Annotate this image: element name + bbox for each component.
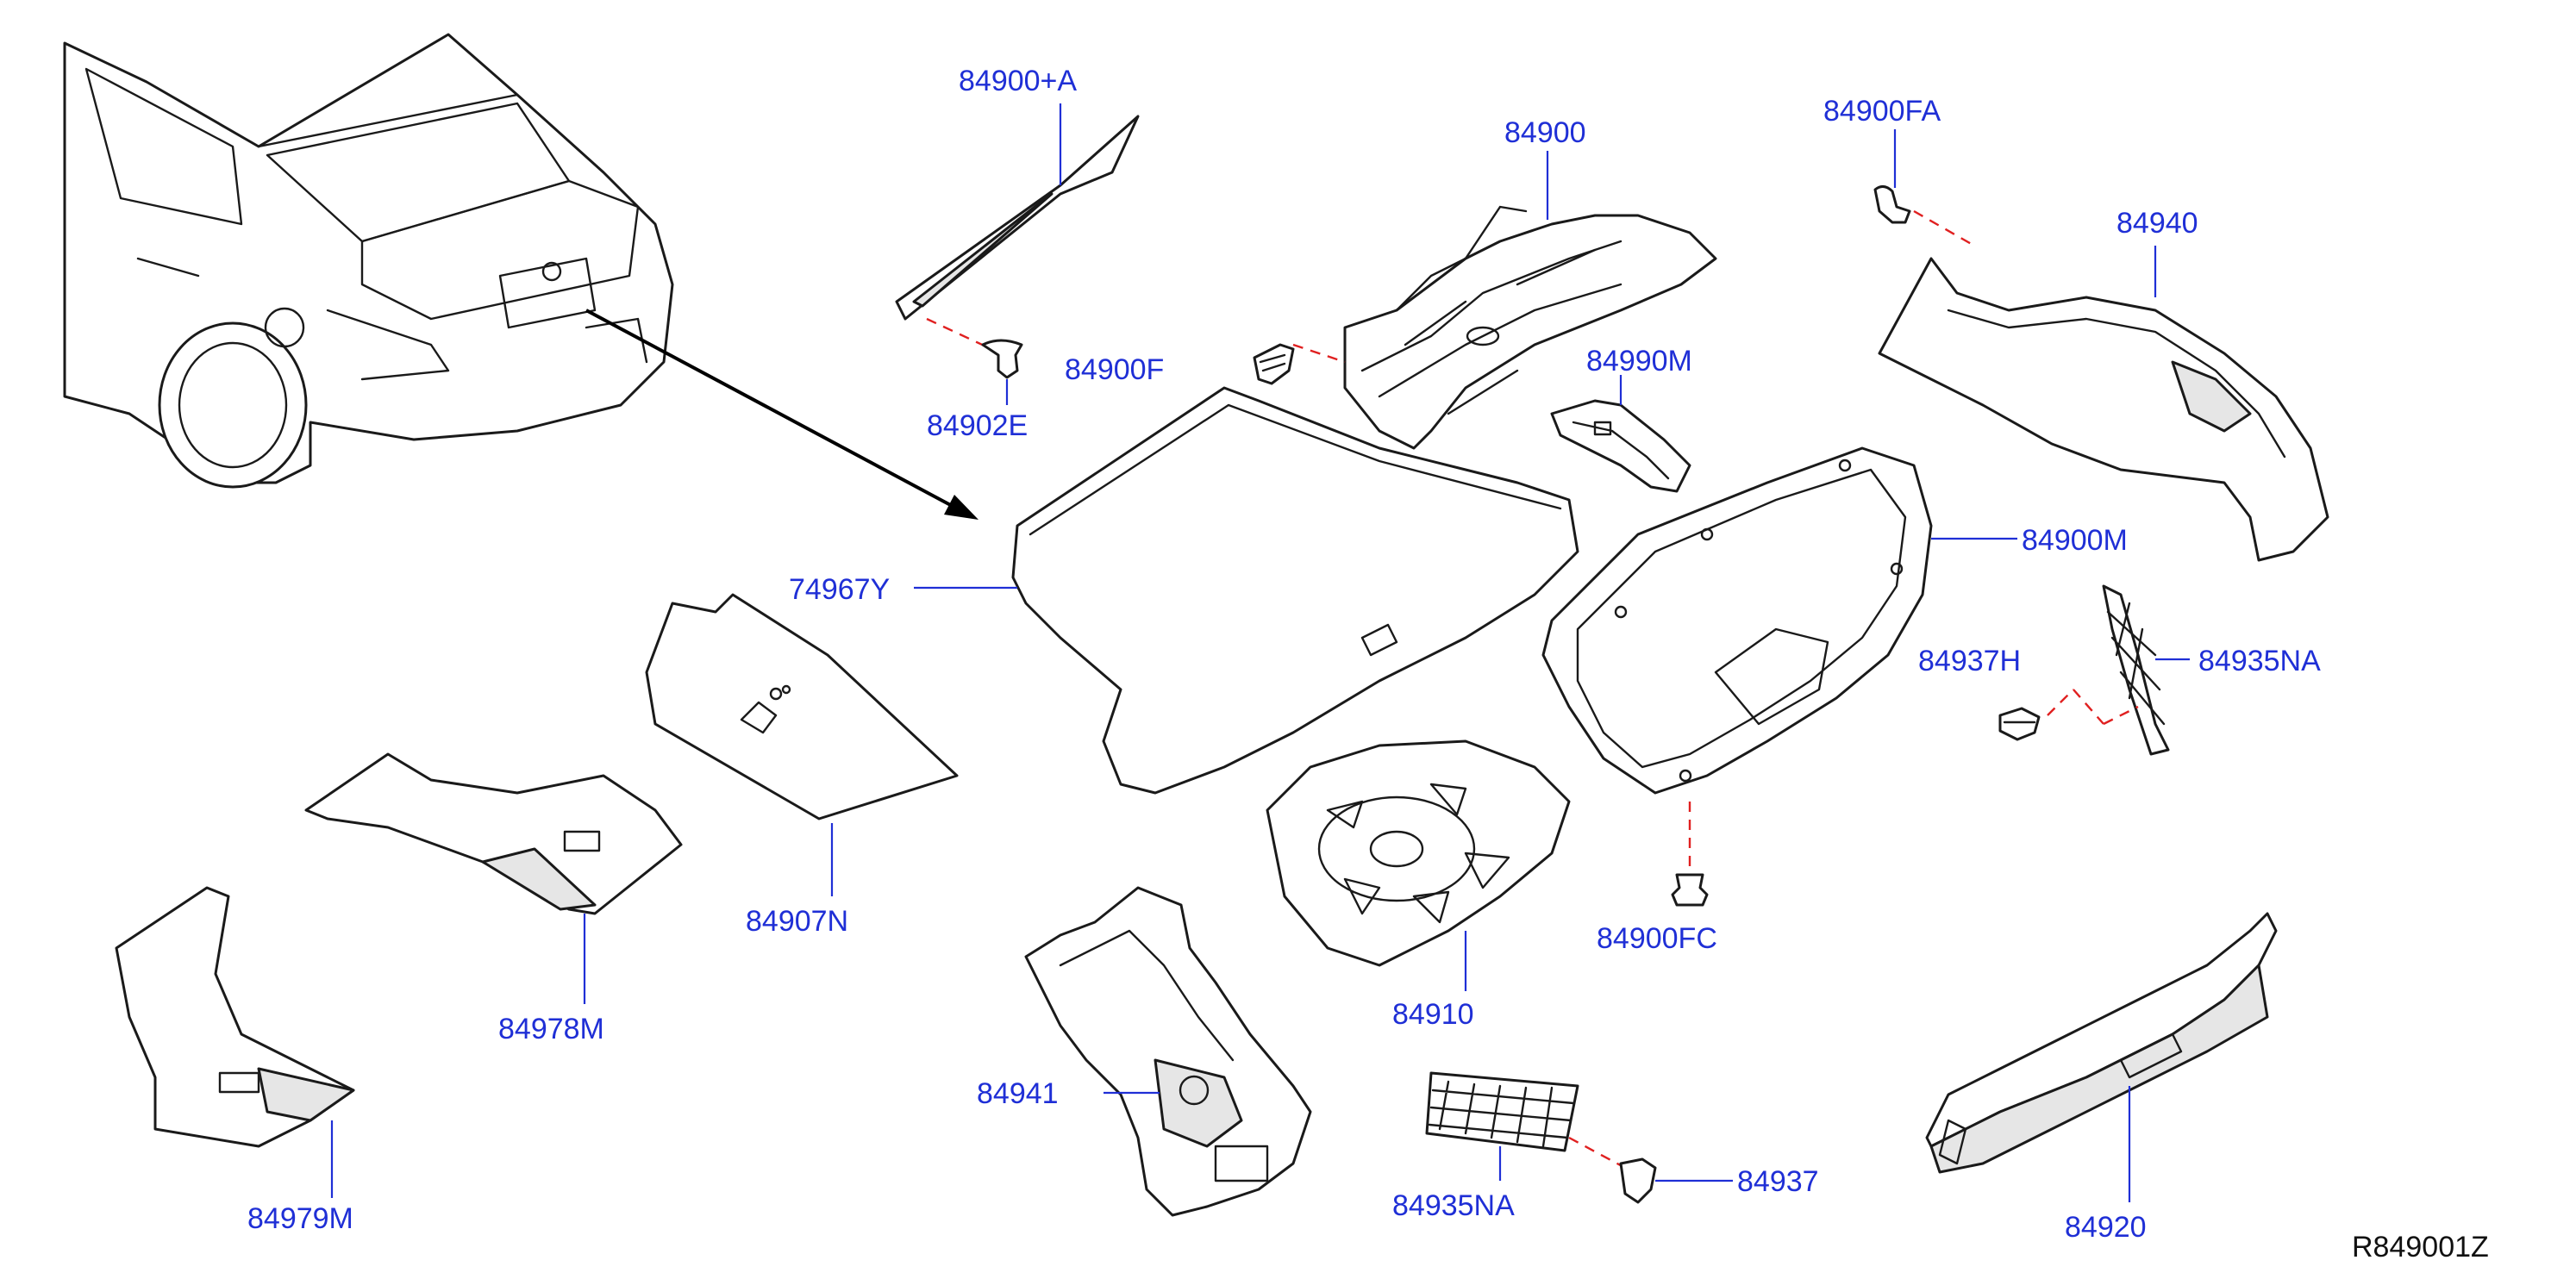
part-84907N-board (645, 593, 959, 896)
label-84920: 84920 (2065, 1211, 2147, 1244)
label-84900F: 84900F (1065, 353, 1164, 386)
label-74967Y: 74967Y (789, 573, 890, 606)
clip-84902E (981, 339, 1023, 379)
part-labels: 84900+A 84900 84900FA 84940 84900F 84990… (247, 65, 2489, 1263)
label-84978M: 84978M (498, 1013, 604, 1045)
label-84935NA-right: 84935NA (2198, 645, 2321, 677)
car-rear-illustration (63, 33, 674, 489)
part-84900M-liner (1541, 446, 2017, 870)
label-84937: 84937 (1737, 1165, 1819, 1198)
label-84935NA: 84935NA (1392, 1189, 1515, 1222)
part-84940-trim (1878, 209, 2329, 562)
clip-84937H (1998, 707, 2041, 741)
label-84900A: 84900+A (959, 65, 1077, 97)
part-74967Y-mat (914, 386, 1579, 795)
part-84979M-trim (115, 886, 355, 1198)
clip-84900FA (1873, 185, 1911, 224)
label-84900FA: 84900FA (1823, 95, 1941, 128)
clip-84937 (1619, 1157, 1733, 1204)
part-84990M-bracket (1550, 399, 1691, 493)
label-84990M: 84990M (1586, 345, 1692, 377)
label-84910: 84910 (1392, 998, 1474, 1031)
label-84900M: 84900M (2022, 524, 2128, 557)
label-84937H: 84937H (1918, 645, 2021, 677)
label-leaders (1005, 103, 2157, 405)
part-84900A-strip (895, 115, 1140, 351)
label-84940: 84940 (2116, 207, 2198, 240)
part-84920-sill (1925, 912, 2278, 1202)
part-84978M-trim (304, 752, 683, 1004)
pointer-arrow (585, 309, 979, 520)
part-84941-bracket (1024, 886, 1312, 1217)
clip-84900F (1253, 343, 1295, 385)
part-84935NA-net-right (2047, 584, 2190, 756)
label-84907N: 84907N (746, 905, 848, 938)
label-84979M: 84979M (247, 1202, 353, 1235)
part-84910-tire-cover (1266, 739, 1571, 991)
label-84900FC: 84900FC (1597, 922, 1717, 955)
label-84900: 84900 (1504, 116, 1586, 149)
part-84900-panel (1292, 205, 1717, 450)
figure-reference: R849001Z (2352, 1231, 2489, 1263)
label-84902E: 84902E (927, 409, 1028, 442)
label-84941: 84941 (977, 1077, 1059, 1110)
part-84935NA-net (1425, 1071, 1626, 1181)
clip-84900FC (1671, 873, 1709, 907)
